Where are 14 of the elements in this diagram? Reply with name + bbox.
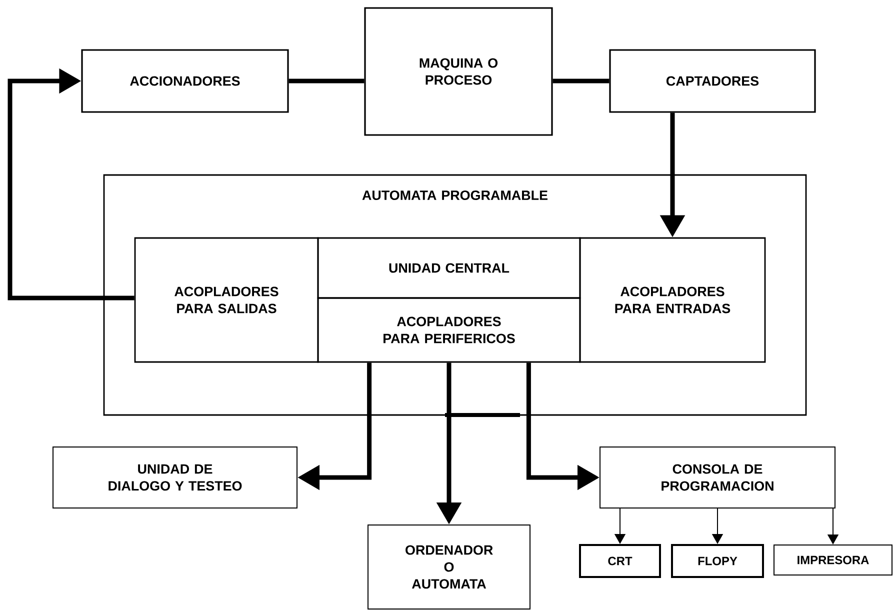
process-box: ORDENADOR O AUTOMATA: [368, 524, 530, 610]
process-box: MAQUINA O PROCESO: [364, 7, 553, 136]
process-box: CAPTADORES: [609, 49, 816, 113]
process-box: ACOPLADORES PARA PERIFERICOS: [317, 297, 581, 363]
arrow: [8, 68, 134, 300]
process-box: CRT: [579, 544, 661, 578]
process-box: IMPRESORA: [774, 544, 892, 576]
process-box: FLOPY: [671, 544, 764, 578]
process-box: CONSOLA DE PROGRAMACION: [600, 446, 836, 508]
process-box: ACOPLADORES PARA SALIDAS: [134, 237, 319, 363]
process-box: ACOPLADORES PARA ENTRADAS: [579, 237, 766, 363]
process-box: UNIDAD DE DIALOGO Y TESTEO: [52, 446, 298, 508]
process-box: ACCIONADORES: [81, 49, 289, 113]
process-box: UNIDAD CENTRAL: [317, 237, 581, 299]
